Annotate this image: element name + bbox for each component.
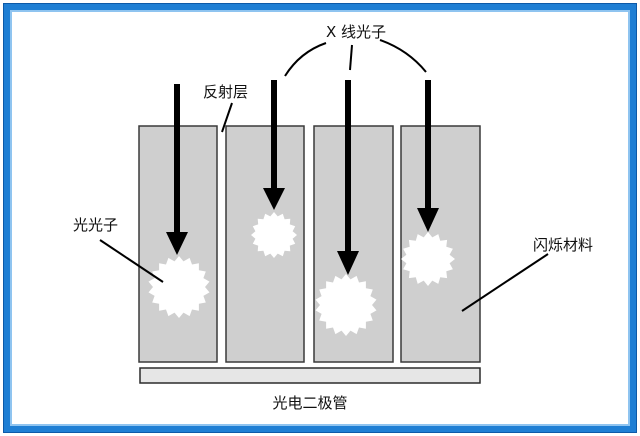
leader-light-photons (99, 239, 164, 283)
leader-lines (99, 39, 549, 312)
light-burst-4 (401, 232, 455, 286)
light-burst-2 (251, 212, 297, 258)
leader-reflective (221, 102, 233, 133)
label-reflective-layer: 反射层 (203, 83, 248, 101)
label-xray-photons: X 线光子 (326, 23, 386, 41)
light-burst-1 (148, 256, 210, 318)
light-burst-3 (315, 274, 377, 336)
xray-arrow-2 (263, 80, 285, 210)
leader-scintillator (461, 253, 549, 312)
leader-xray-mid (349, 44, 353, 71)
leader-xray-left (284, 42, 327, 77)
xray-arrow-4 (417, 80, 439, 232)
label-scintillator: 闪烁材料 (533, 236, 593, 254)
light-bursts (148, 212, 455, 336)
label-light-photons: 光光子 (73, 216, 118, 234)
photodiode-bar (139, 367, 481, 384)
xray-arrow-1 (166, 84, 188, 255)
xray-arrow-3 (337, 80, 359, 275)
label-photodiode: 光电二极管 (272, 394, 347, 412)
xray-arrows (166, 80, 439, 275)
leader-xray-right (379, 39, 427, 73)
